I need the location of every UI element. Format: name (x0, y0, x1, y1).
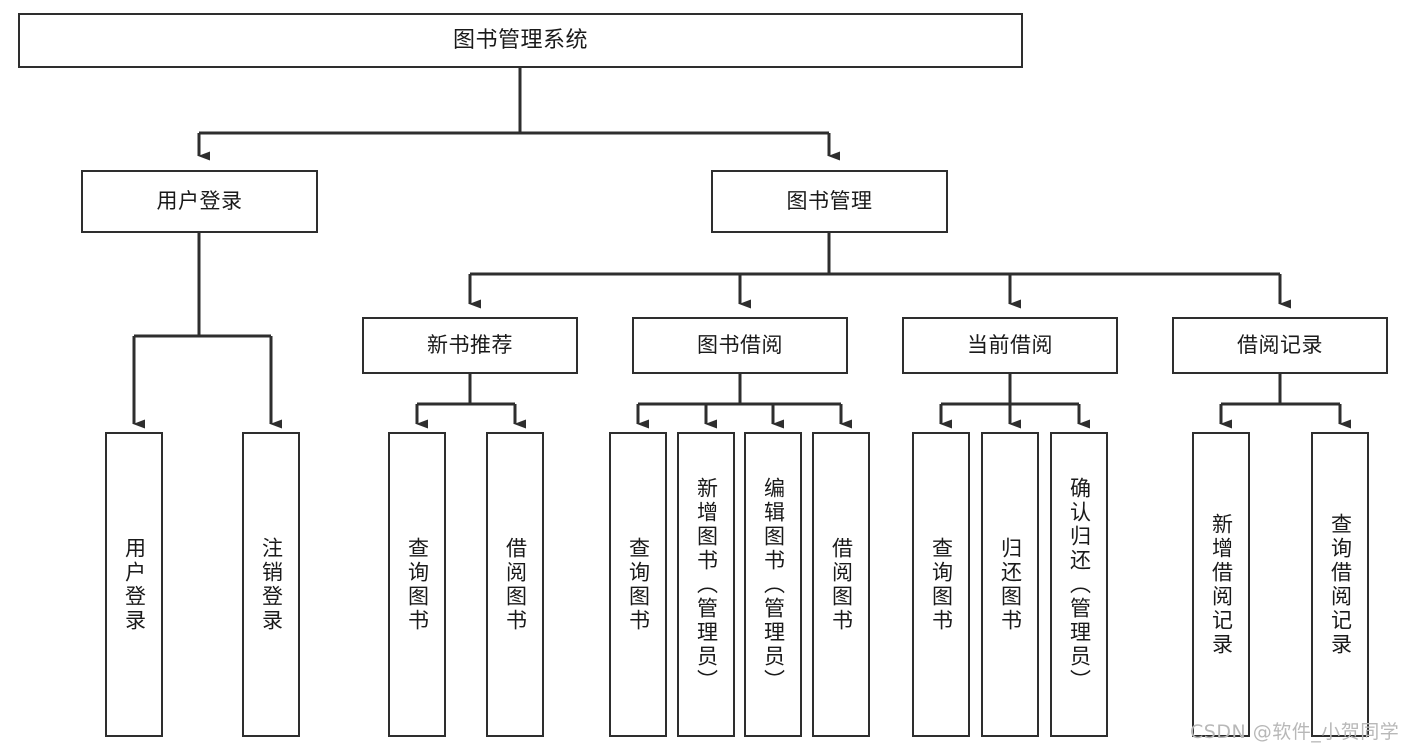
node-label: 用户登录 (122, 536, 147, 633)
leaf-query-book-current[interactable]: 查询图书 (912, 432, 970, 737)
node-label: 新书推荐 (427, 333, 513, 358)
node-label: 用户登录 (156, 189, 243, 214)
node-label: 注销登录 (259, 536, 284, 633)
node-borrow-record[interactable]: 借阅记录 (1172, 317, 1388, 374)
leaf-add-book[interactable]: 新增图书（管理员） (677, 432, 735, 737)
node-label: 查询图书 (929, 536, 954, 633)
leaf-user-logout[interactable]: 注销登录 (242, 432, 300, 737)
leaf-borrow-book[interactable]: 借阅图书 (812, 432, 870, 737)
node-label: 查询图书 (405, 536, 430, 633)
node-label: 借阅图书 (829, 536, 854, 633)
node-label: 确认归还（管理员） (1067, 476, 1092, 693)
node-label: 借阅图书 (503, 536, 528, 633)
node-label: 借阅记录 (1237, 333, 1323, 358)
node-label: 编辑图书（管理员） (761, 476, 786, 693)
node-label: 图书管理系统 (452, 27, 588, 53)
node-current-borrow[interactable]: 当前借阅 (902, 317, 1118, 374)
leaf-query-book-new-recommend[interactable]: 查询图书 (388, 432, 446, 737)
node-label: 当前借阅 (967, 333, 1053, 358)
node-label: 归还图书 (998, 536, 1023, 633)
node-book-borrow[interactable]: 图书借阅 (632, 317, 848, 374)
node-root-book-management-system[interactable]: 图书管理系统 (18, 13, 1023, 68)
node-label: 新增图书（管理员） (694, 476, 719, 693)
leaf-add-borrow-record[interactable]: 新增借阅记录 (1192, 432, 1250, 737)
leaf-edit-book[interactable]: 编辑图书（管理员） (744, 432, 802, 737)
node-label: 新增借阅记录 (1209, 512, 1234, 657)
leaf-borrow-book-new-recommend[interactable]: 借阅图书 (486, 432, 544, 737)
leaf-confirm-return[interactable]: 确认归还（管理员） (1050, 432, 1108, 737)
leaf-query-book-borrow[interactable]: 查询图书 (609, 432, 667, 737)
leaf-query-borrow-record[interactable]: 查询借阅记录 (1311, 432, 1369, 737)
node-user-login[interactable]: 用户登录 (81, 170, 318, 233)
csdn-watermark: CSDN @软件_小贺同学 (1190, 721, 1400, 743)
node-label: 查询图书 (626, 536, 651, 633)
node-label: 查询借阅记录 (1328, 512, 1353, 657)
leaf-user-login[interactable]: 用户登录 (105, 432, 163, 737)
node-book-management[interactable]: 图书管理 (711, 170, 948, 233)
leaf-return-book[interactable]: 归还图书 (981, 432, 1039, 737)
node-new-book-recommend[interactable]: 新书推荐 (362, 317, 578, 374)
node-label: 图书借阅 (697, 333, 783, 358)
node-label: 图书管理 (786, 189, 873, 214)
